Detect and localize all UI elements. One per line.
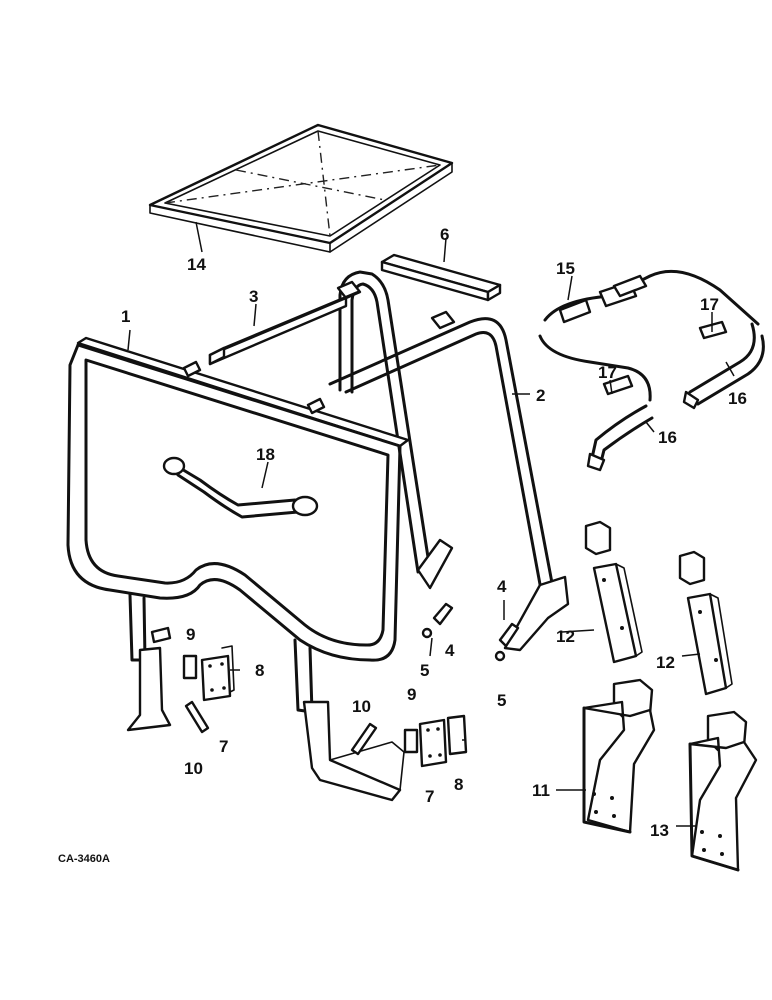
belt-clip-part-17b — [698, 320, 728, 340]
handle-part-18 — [162, 456, 319, 519]
callout-6: 6 — [440, 225, 449, 244]
plate-part-8b — [446, 714, 468, 756]
callout-7b: 7 — [425, 787, 434, 806]
callout-9b: 9 — [407, 685, 416, 704]
belt-strap-part-16a — [586, 404, 654, 472]
callout-18: 18 — [256, 445, 275, 464]
rear-roll-bar-part-2 — [328, 270, 570, 652]
upright-tube-part-12b — [678, 550, 733, 696]
washer-part-5b — [494, 650, 506, 662]
callout-17a: 17 — [598, 363, 617, 382]
callout-12b: 12 — [656, 653, 675, 672]
callout-16b: 16 — [728, 389, 747, 408]
bracket-part-11 — [582, 678, 656, 834]
cross-tube-part-6 — [380, 253, 502, 302]
callout-4a: 4 — [497, 577, 507, 596]
washer-part-5a — [421, 627, 433, 639]
callout-9a: 9 — [186, 625, 195, 644]
bracket-part-13 — [688, 710, 758, 872]
callout-8a: 8 — [255, 661, 264, 680]
spacer-part-9a — [182, 654, 198, 680]
roof-panel-part-14 — [148, 123, 454, 253]
callout-2: 2 — [536, 386, 545, 405]
spacer-part-9b — [403, 728, 419, 754]
callout-8b: 8 — [454, 775, 463, 794]
callout-15: 15 — [556, 259, 575, 278]
clip-part-4a — [432, 602, 454, 626]
callout-14: 14 — [187, 255, 206, 274]
callout-13: 13 — [650, 821, 669, 840]
plate-part-8a — [200, 645, 235, 702]
callout-16a: 16 — [658, 428, 677, 447]
callout-4b: 4 — [445, 641, 455, 660]
pin-part-10b — [350, 722, 378, 756]
belt-strap-part-16b — [682, 322, 765, 410]
callout-7a: 7 — [219, 737, 228, 756]
leader-lines — [127, 221, 735, 827]
callout-3: 3 — [249, 287, 258, 306]
front-frame-part-1 — [66, 336, 410, 802]
callout-5b: 5 — [497, 691, 506, 710]
callout-labels: 1 2 3 4 4 5 5 6 7 7 8 8 9 9 10 10 11 12 … — [121, 225, 747, 840]
callout-11: 11 — [532, 781, 550, 800]
callout-12a: 12 — [556, 627, 575, 646]
callout-5a: 5 — [420, 661, 429, 680]
clip-part-4b — [498, 622, 520, 648]
callout-1: 1 — [121, 307, 130, 326]
callout-10a: 10 — [184, 759, 203, 778]
callout-10b: 10 — [352, 697, 371, 716]
cross-tube-part-3 — [208, 290, 360, 366]
seat-belt-part-15 — [538, 269, 760, 402]
upright-tube-part-12a — [584, 520, 643, 664]
drawing-code: CA-3460A — [58, 853, 110, 865]
plate-part-7b — [418, 718, 448, 768]
pin-part-10a — [184, 700, 210, 734]
callout-17b: 17 — [700, 295, 719, 314]
